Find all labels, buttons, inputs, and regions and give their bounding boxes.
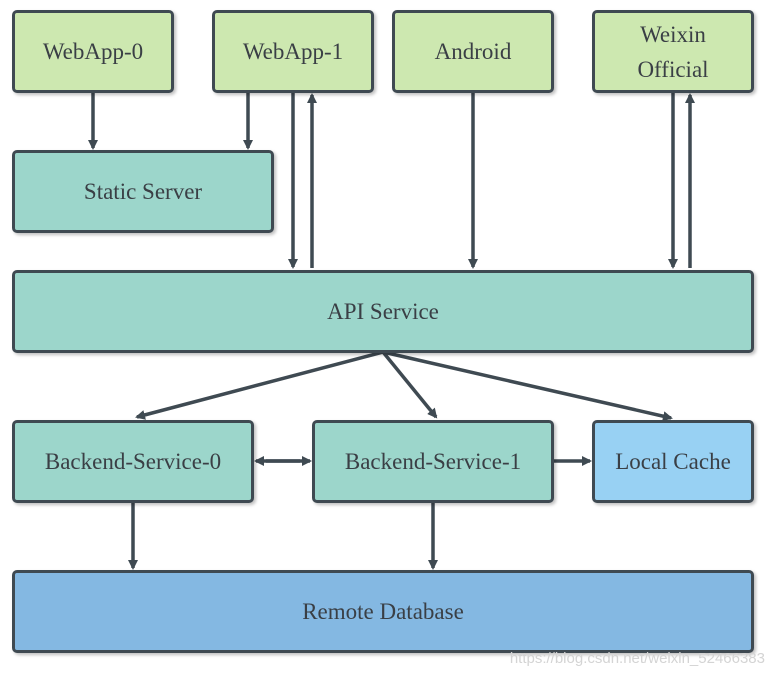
node-static-server: Static Server xyxy=(12,150,274,233)
edge-api-to-backend0 xyxy=(135,350,384,420)
node-api-service: API Service xyxy=(12,270,754,353)
node-backend-service-0: Backend-Service-0 xyxy=(12,420,254,503)
watermark-text: https://blog.csdn.net/weixin_52466383 xyxy=(509,650,765,667)
node-android: Android xyxy=(392,10,554,93)
node-weixin-official: Weixin Official xyxy=(592,10,754,93)
node-backend-service-1: Backend-Service-1 xyxy=(312,420,554,503)
edge-api-to-backend1 xyxy=(381,350,438,419)
node-webapp-0: WebApp-0 xyxy=(12,10,174,93)
edge-api-to-localcache xyxy=(382,350,673,422)
node-local-cache: Local Cache xyxy=(592,420,754,503)
node-webapp-1: WebApp-1 xyxy=(212,10,374,93)
node-remote-database: Remote Database xyxy=(12,570,754,653)
